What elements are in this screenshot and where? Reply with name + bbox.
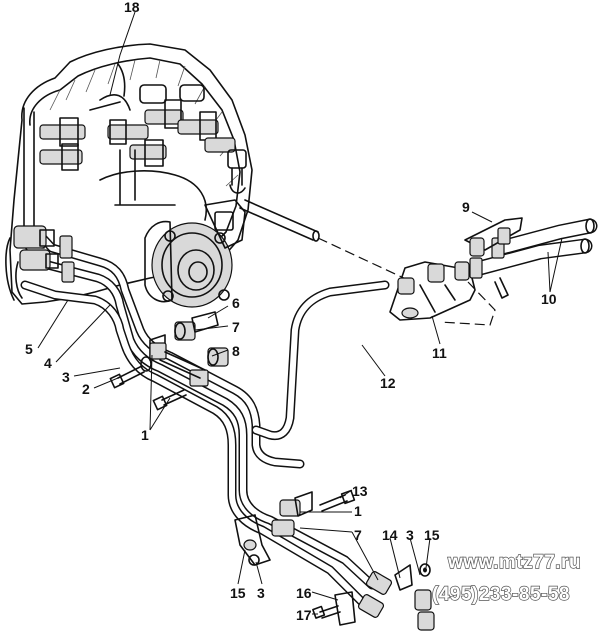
valve-cluster <box>39 63 236 221</box>
callout-3-left: 3 <box>257 585 265 601</box>
callout-3: 3 <box>62 369 70 385</box>
callout-7-lower: 7 <box>354 527 362 543</box>
callout-4: 4 <box>44 355 52 371</box>
bolt-2 <box>109 365 145 389</box>
callout-13: 13 <box>352 483 368 499</box>
callout-14: 14 <box>382 527 398 543</box>
hose-pair-10 <box>469 218 598 279</box>
callout-10: 10 <box>541 291 557 307</box>
callout-9: 9 <box>462 199 470 215</box>
callout-11: 11 <box>432 345 447 361</box>
washer-3 <box>140 356 152 372</box>
bolt-1a <box>152 389 187 411</box>
callout-6: 6 <box>232 295 240 311</box>
clamp-assembly-lower <box>234 489 356 566</box>
callout-2: 2 <box>82 381 90 397</box>
shaft-rod <box>239 199 409 281</box>
callout-15-right: 15 <box>424 527 440 543</box>
transmission-housing <box>9 43 253 308</box>
callout-labels: 18 6 7 8 5 4 3 2 1 9 10 11 12 13 1 7 14 … <box>25 0 557 623</box>
distributor-block <box>389 261 496 326</box>
callout-5: 5 <box>25 341 33 357</box>
watermark: www.mtz77.ru (495)233-85-58 <box>431 551 581 605</box>
callout-17: 17 <box>296 607 312 623</box>
leader-lines <box>37 11 563 615</box>
callout-3-right: 3 <box>406 527 414 543</box>
callout-8: 8 <box>232 343 240 359</box>
callout-16: 16 <box>296 585 312 601</box>
callout-18: 18 <box>124 0 140 15</box>
callout-7: 7 <box>232 319 240 335</box>
watermark-site: www.mtz77.ru <box>447 552 581 573</box>
pump-unit <box>144 199 246 308</box>
callout-1: 1 <box>141 427 149 443</box>
left-end-fittings <box>5 225 75 301</box>
watermark-phone: (495)233-85-58 <box>432 584 570 605</box>
coupling-9 <box>464 217 523 299</box>
callout-15-left: 15 <box>230 585 246 601</box>
callout-12: 12 <box>380 375 396 391</box>
clamp-assembly-upper <box>109 311 229 411</box>
bottom-fittings <box>312 563 435 631</box>
callout-1-lower: 1 <box>354 503 362 519</box>
